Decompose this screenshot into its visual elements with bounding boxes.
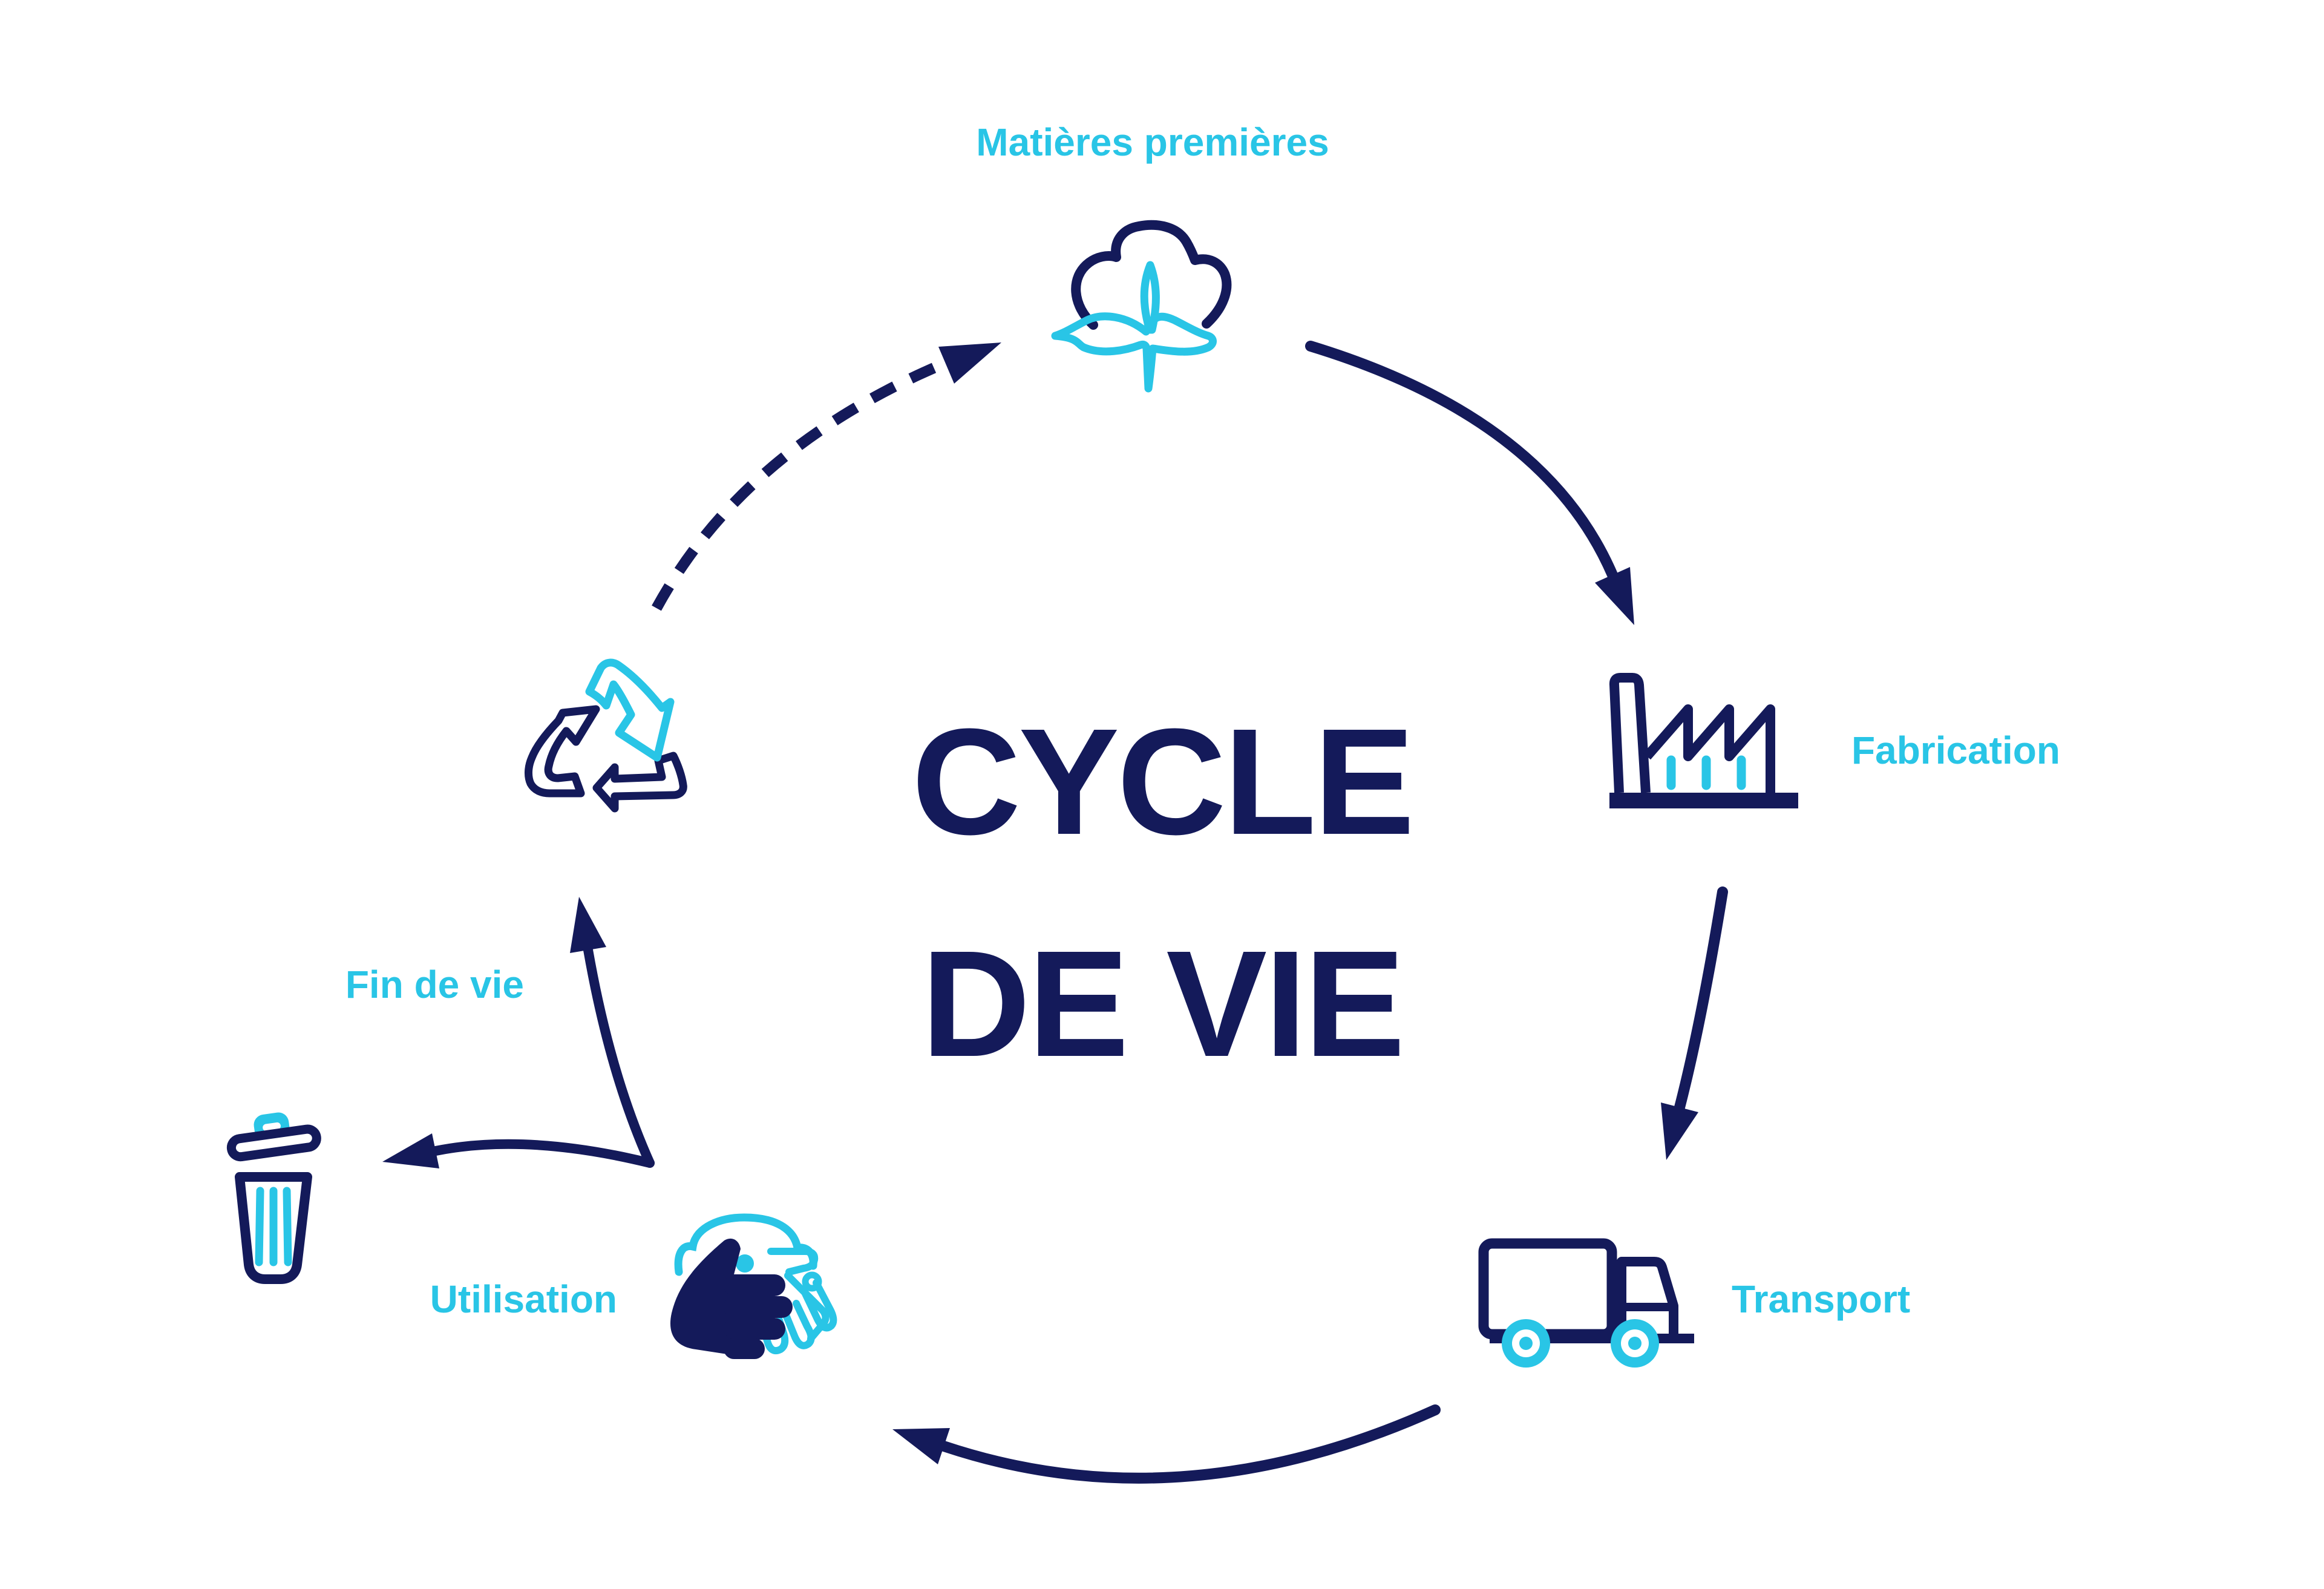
factory-windows <box>1666 755 1746 790</box>
label-fin-de-vie: Fin de vie <box>345 963 524 1006</box>
truck-wheel-icon <box>1611 1319 1659 1368</box>
arrowhead-icon <box>570 897 606 953</box>
truck-icon <box>1478 1238 1694 1368</box>
arrowhead-icon <box>1661 1102 1698 1160</box>
arrow-utilisation-to-findevie <box>382 1133 655 1168</box>
trash-bin-icon <box>226 1112 321 1284</box>
arrow-recyclage-to-matieres-dashed <box>652 342 1001 611</box>
hand-palm <box>670 1238 742 1355</box>
label-fabrication: Fabrication <box>1851 729 2060 772</box>
label-transport: Transport <box>1732 1277 1911 1321</box>
cotton-flower-icon <box>1051 220 1232 393</box>
title-line-1: CYCLE <box>911 697 1415 866</box>
arrowhead-icon <box>382 1133 439 1168</box>
arrowhead-icon <box>892 1428 950 1464</box>
title-line-2: DE VIE <box>921 919 1406 1088</box>
arrow-fabrication-to-transport <box>1661 886 1728 1160</box>
soap-bubble-icon <box>736 1254 754 1273</box>
factory-icon <box>1609 673 1798 808</box>
label-utilisation: Utilisation <box>430 1277 617 1321</box>
hand-washing-icon <box>670 1213 837 1359</box>
label-matieres-premieres: Matières premières <box>976 120 1329 164</box>
arrow-transport-to-utilisation <box>892 1404 1441 1484</box>
recycle-arrows-icon <box>525 658 687 813</box>
arrow-matieres-to-fabrication <box>1305 341 1634 625</box>
arrow-utilisation-to-recyclage <box>570 897 655 1168</box>
trash-bin-ribs <box>255 1187 292 1266</box>
arrowhead-icon <box>938 342 1001 384</box>
arrowhead-icon <box>1595 567 1634 625</box>
truck-wheel-icon <box>1502 1319 1550 1368</box>
